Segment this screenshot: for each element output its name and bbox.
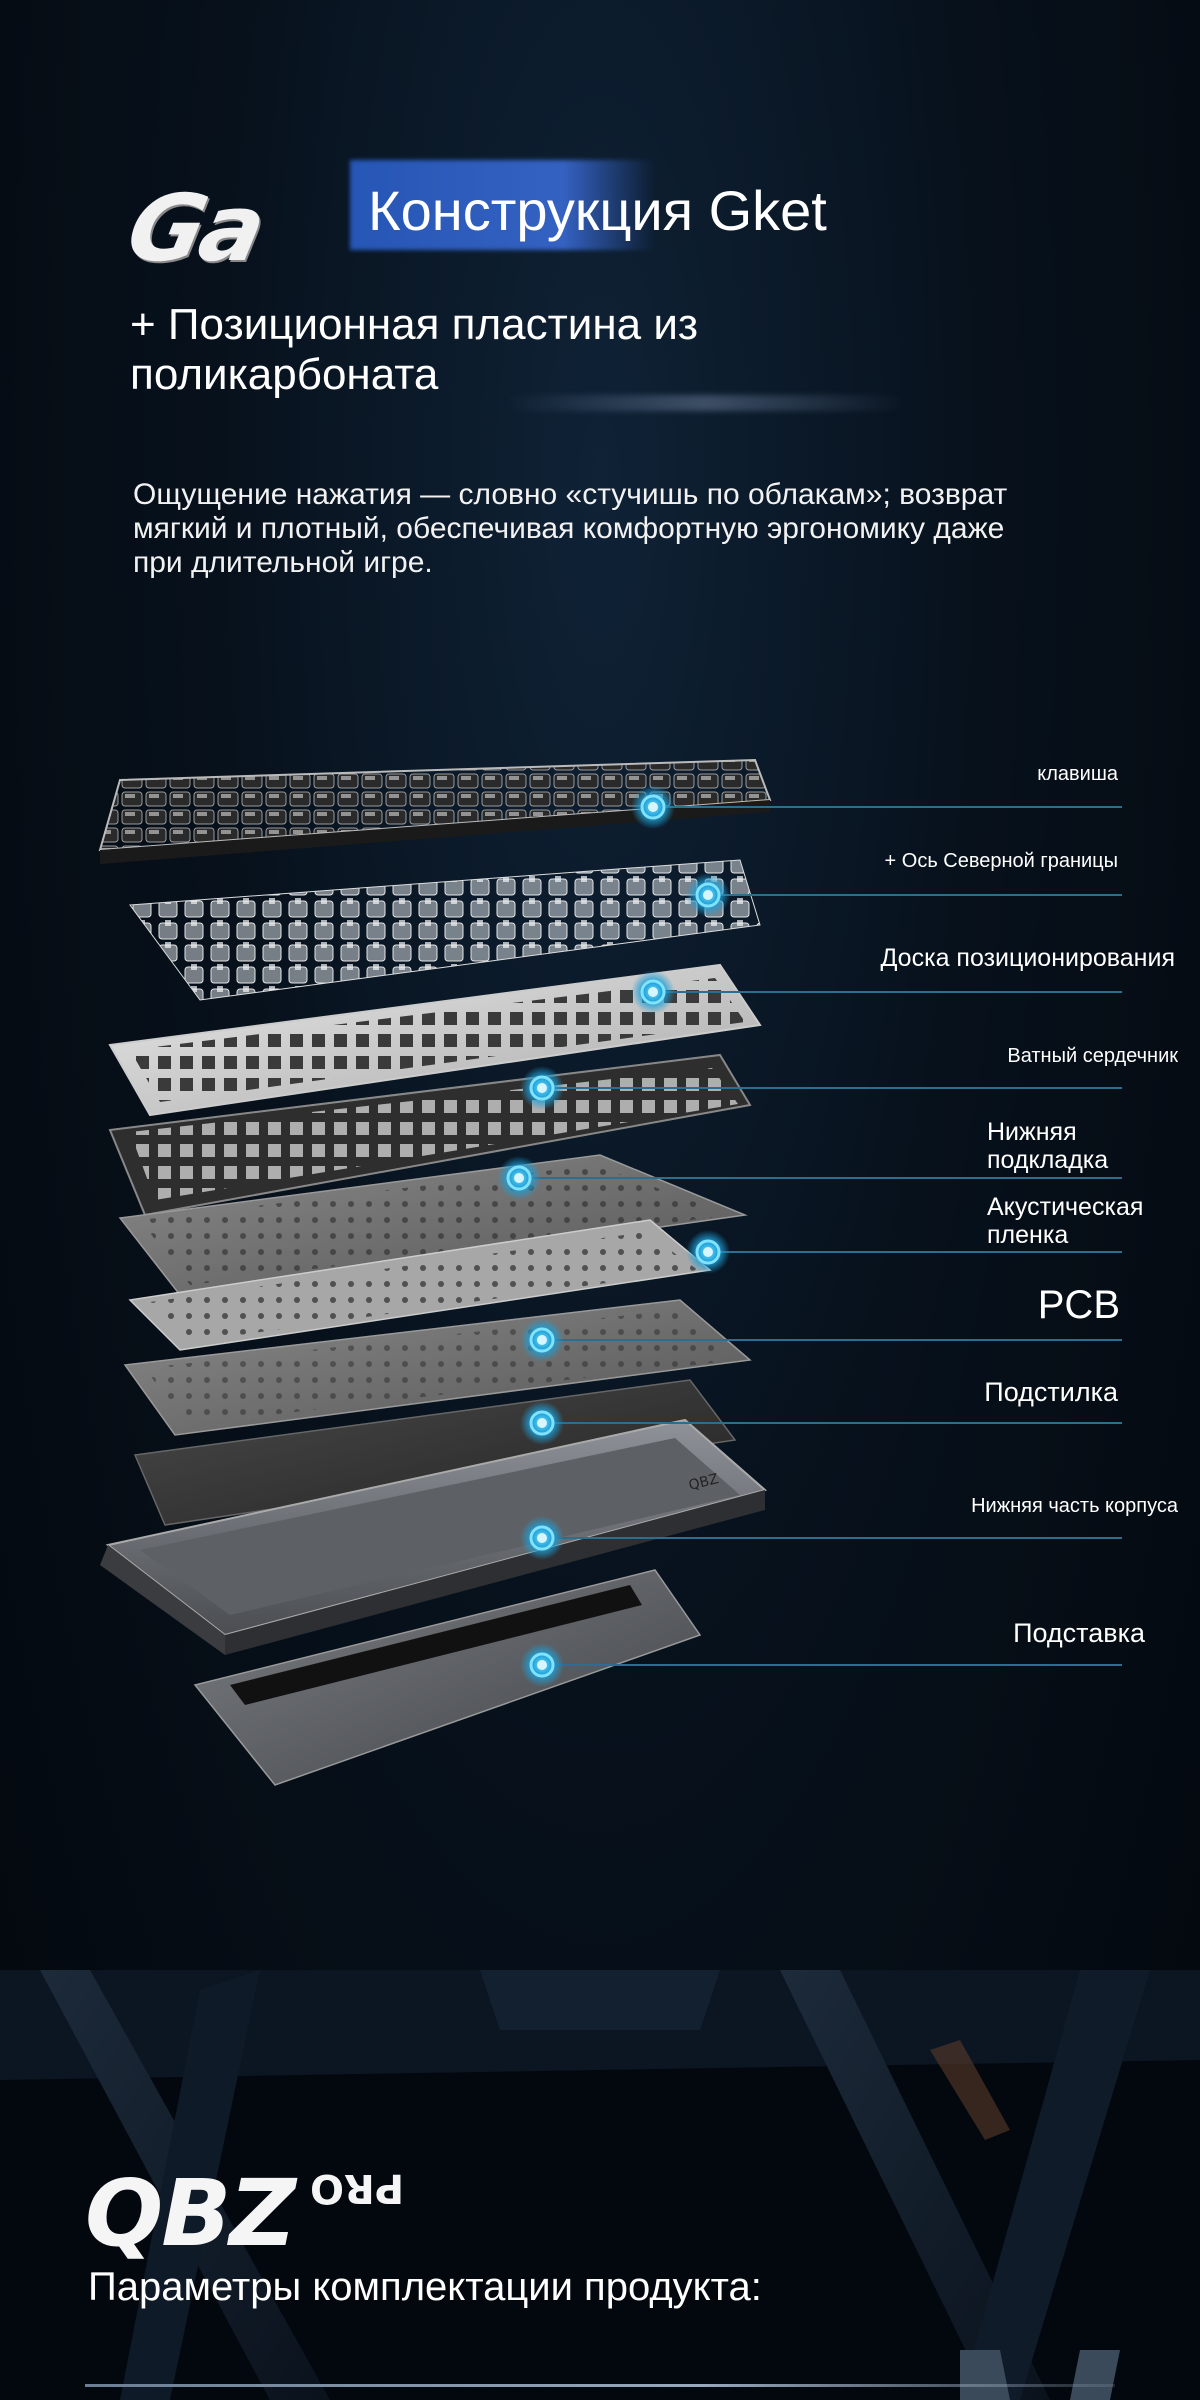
section-divider	[85, 2384, 1115, 2387]
callout-dot	[686, 873, 730, 917]
cotton-layer	[108, 1053, 752, 1217]
callout-dot	[520, 1318, 564, 1362]
exploded-keyboard-view: QBZ	[0, 700, 1200, 1800]
label-underlay: Подстилка	[984, 1377, 1118, 1407]
header-section: Ga Конструкция Gket + Позиционная пласти…	[0, 0, 1200, 700]
subtitle: + Позиционная пластина из поликарбоната	[130, 300, 699, 399]
label-plate: Доска позиционирования	[880, 944, 1175, 972]
label-pcb: PCB	[1037, 1283, 1120, 1327]
label-case: Нижняя часть корпуса	[971, 1495, 1178, 1517]
callout-dot	[686, 1230, 730, 1274]
brand-logo: Ga	[118, 175, 271, 282]
blue-brush-stroke	[350, 160, 655, 250]
label-switch: + Ось Северной границы	[884, 850, 1118, 872]
case-mark: QBZ	[687, 1471, 720, 1494]
stand-layer	[193, 1569, 702, 1786]
underlay-layer	[133, 1379, 737, 1526]
callout-dot	[497, 1156, 541, 1200]
label-bottom-pad: Нижняя подкладка	[987, 1118, 1109, 1174]
keycap-layer	[98, 758, 772, 864]
callout-dot	[520, 1516, 564, 1560]
label-keycap: клавиша	[1037, 763, 1118, 785]
page-title: Конструкция Gket	[368, 179, 827, 242]
exploded-diagram: QBZ	[98, 758, 1122, 1786]
bottom-section	[0, 1970, 1200, 2400]
label-cotton: Ватный сердечник	[1007, 1045, 1178, 1067]
callout-dot	[520, 1066, 564, 1110]
leader-lines	[519, 806, 1122, 1666]
callout-dot	[631, 785, 675, 829]
callout-dot	[631, 970, 675, 1014]
qbz-logo: QBZ	[85, 2160, 296, 2267]
bottom-background-art	[0, 1970, 1200, 2400]
pro-logo-suffix: PRO	[310, 2165, 405, 2211]
switch-layer	[129, 859, 761, 1001]
case-layer: QBZ	[100, 1418, 768, 1655]
bottom-pad-layer	[118, 1154, 748, 1296]
label-acoustic: Акустическая пленка	[987, 1193, 1144, 1249]
callout-dots	[497, 785, 730, 1687]
callout-dot	[520, 1643, 564, 1687]
plate-layer	[108, 963, 762, 1117]
label-stand: Подставка	[1013, 1618, 1145, 1648]
section-title: Параметры комплектации продукта:	[88, 2265, 762, 2309]
callout-dot	[520, 1401, 564, 1445]
description-text: Ощущение нажатия — словно «стучишь по об…	[133, 478, 1008, 579]
subtitle-underline	[505, 395, 905, 411]
pcb-layer	[123, 1299, 752, 1436]
